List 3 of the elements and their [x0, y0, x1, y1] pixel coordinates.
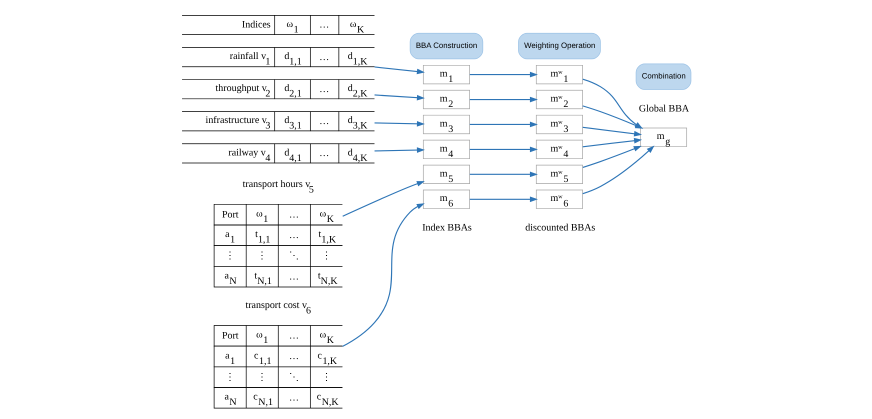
node-label: Global BBA	[638, 102, 689, 114]
label: Index BBAs	[422, 222, 472, 233]
label: discounted BBAs	[524, 222, 595, 233]
